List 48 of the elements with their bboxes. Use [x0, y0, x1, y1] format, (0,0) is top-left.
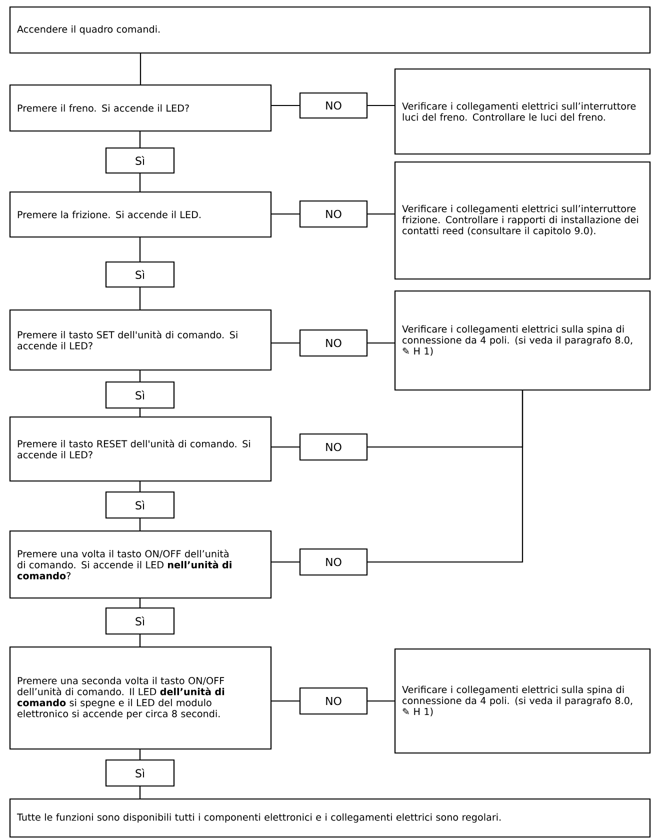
connector-line — [139, 174, 141, 192]
connector-line — [139, 750, 141, 760]
yes-box: Sì — [105, 147, 175, 174]
yes-box: Sì — [105, 607, 175, 635]
connector-line — [368, 104, 394, 106]
connector-line — [272, 700, 300, 702]
step-box: Tutte le funzioni sono disponibili tutti i componenti elettronici e i collegamenti elettrici sono regolari. — [9, 798, 651, 838]
step-box: Premere il freno. Si accende il LED? — [9, 84, 272, 132]
connector-line — [272, 213, 300, 215]
connector-line — [139, 482, 141, 492]
yes-box: Sì — [105, 381, 175, 409]
connector-line — [139, 598, 141, 608]
connector-line — [139, 238, 141, 262]
yes-box: Sì — [105, 759, 175, 787]
step-box: Premere la frizione. Si accende il LED. — [9, 191, 272, 238]
step-box: Premere il tasto RESET dell'unità di comando. Si accende il LED? — [9, 416, 272, 482]
connector-line — [139, 132, 141, 148]
no-box: NO — [299, 329, 368, 357]
connector-line — [139, 786, 141, 798]
no-box: NO — [299, 548, 368, 576]
connector-line — [139, 518, 141, 530]
connector-line — [368, 342, 394, 344]
no-box: NO — [299, 433, 368, 461]
connector-line — [368, 390, 524, 563]
step-box: Accendere il quadro comandi. — [9, 6, 651, 54]
check-box: Verificare i collegamenti elettrici sulla spina di connessione da 4 poli. (si veda il paragrafo 8.0, ✎ H 1) — [394, 648, 651, 754]
yes-box: Sì — [105, 491, 175, 519]
no-box: NO — [299, 687, 368, 715]
connector-line — [140, 54, 142, 84]
connector-line — [368, 700, 394, 702]
connector-line — [272, 342, 300, 344]
connector-line — [139, 370, 141, 382]
connector-line — [272, 561, 300, 563]
connector-line — [368, 213, 394, 215]
connector-line — [272, 104, 300, 106]
no-box: NO — [299, 92, 368, 119]
step-box: Premere una volta il tasto ON/OFF dell’unità di comando. Si accende il LED nell’unità di comando? — [9, 530, 272, 599]
connector-line — [139, 634, 141, 646]
check-box: Verificare i collegamenti elettrici sull’interruttore luci del freno. Controllare le luci del freno. — [394, 68, 651, 155]
step-box: Premere una seconda volta il tasto ON/OFF dell’unità di comando. Il LED dell’unità di comando si spegne e il LED del modulo elettronico si accende per circa 8 secondi. — [9, 646, 272, 750]
no-box: NO — [299, 200, 368, 228]
connector-line — [139, 408, 141, 416]
check-box: Verificare i collegamenti elettrici sulla spina di connessione da 4 poli. (si veda il paragrafo 8.0, ✎ H 1) — [394, 290, 651, 391]
connector-line — [272, 446, 300, 448]
connector-line — [139, 288, 141, 310]
check-box: Verificare i collegamenti elettrici sull’interruttore frizione. Controllare i rapporti di installazione dei contatti reed (consultare il capitolo 9.0). — [394, 161, 651, 280]
yes-box: Sì — [105, 261, 175, 288]
step-box: Premere il tasto SET dell'unità di comando. Si accende il LED? — [9, 309, 272, 371]
